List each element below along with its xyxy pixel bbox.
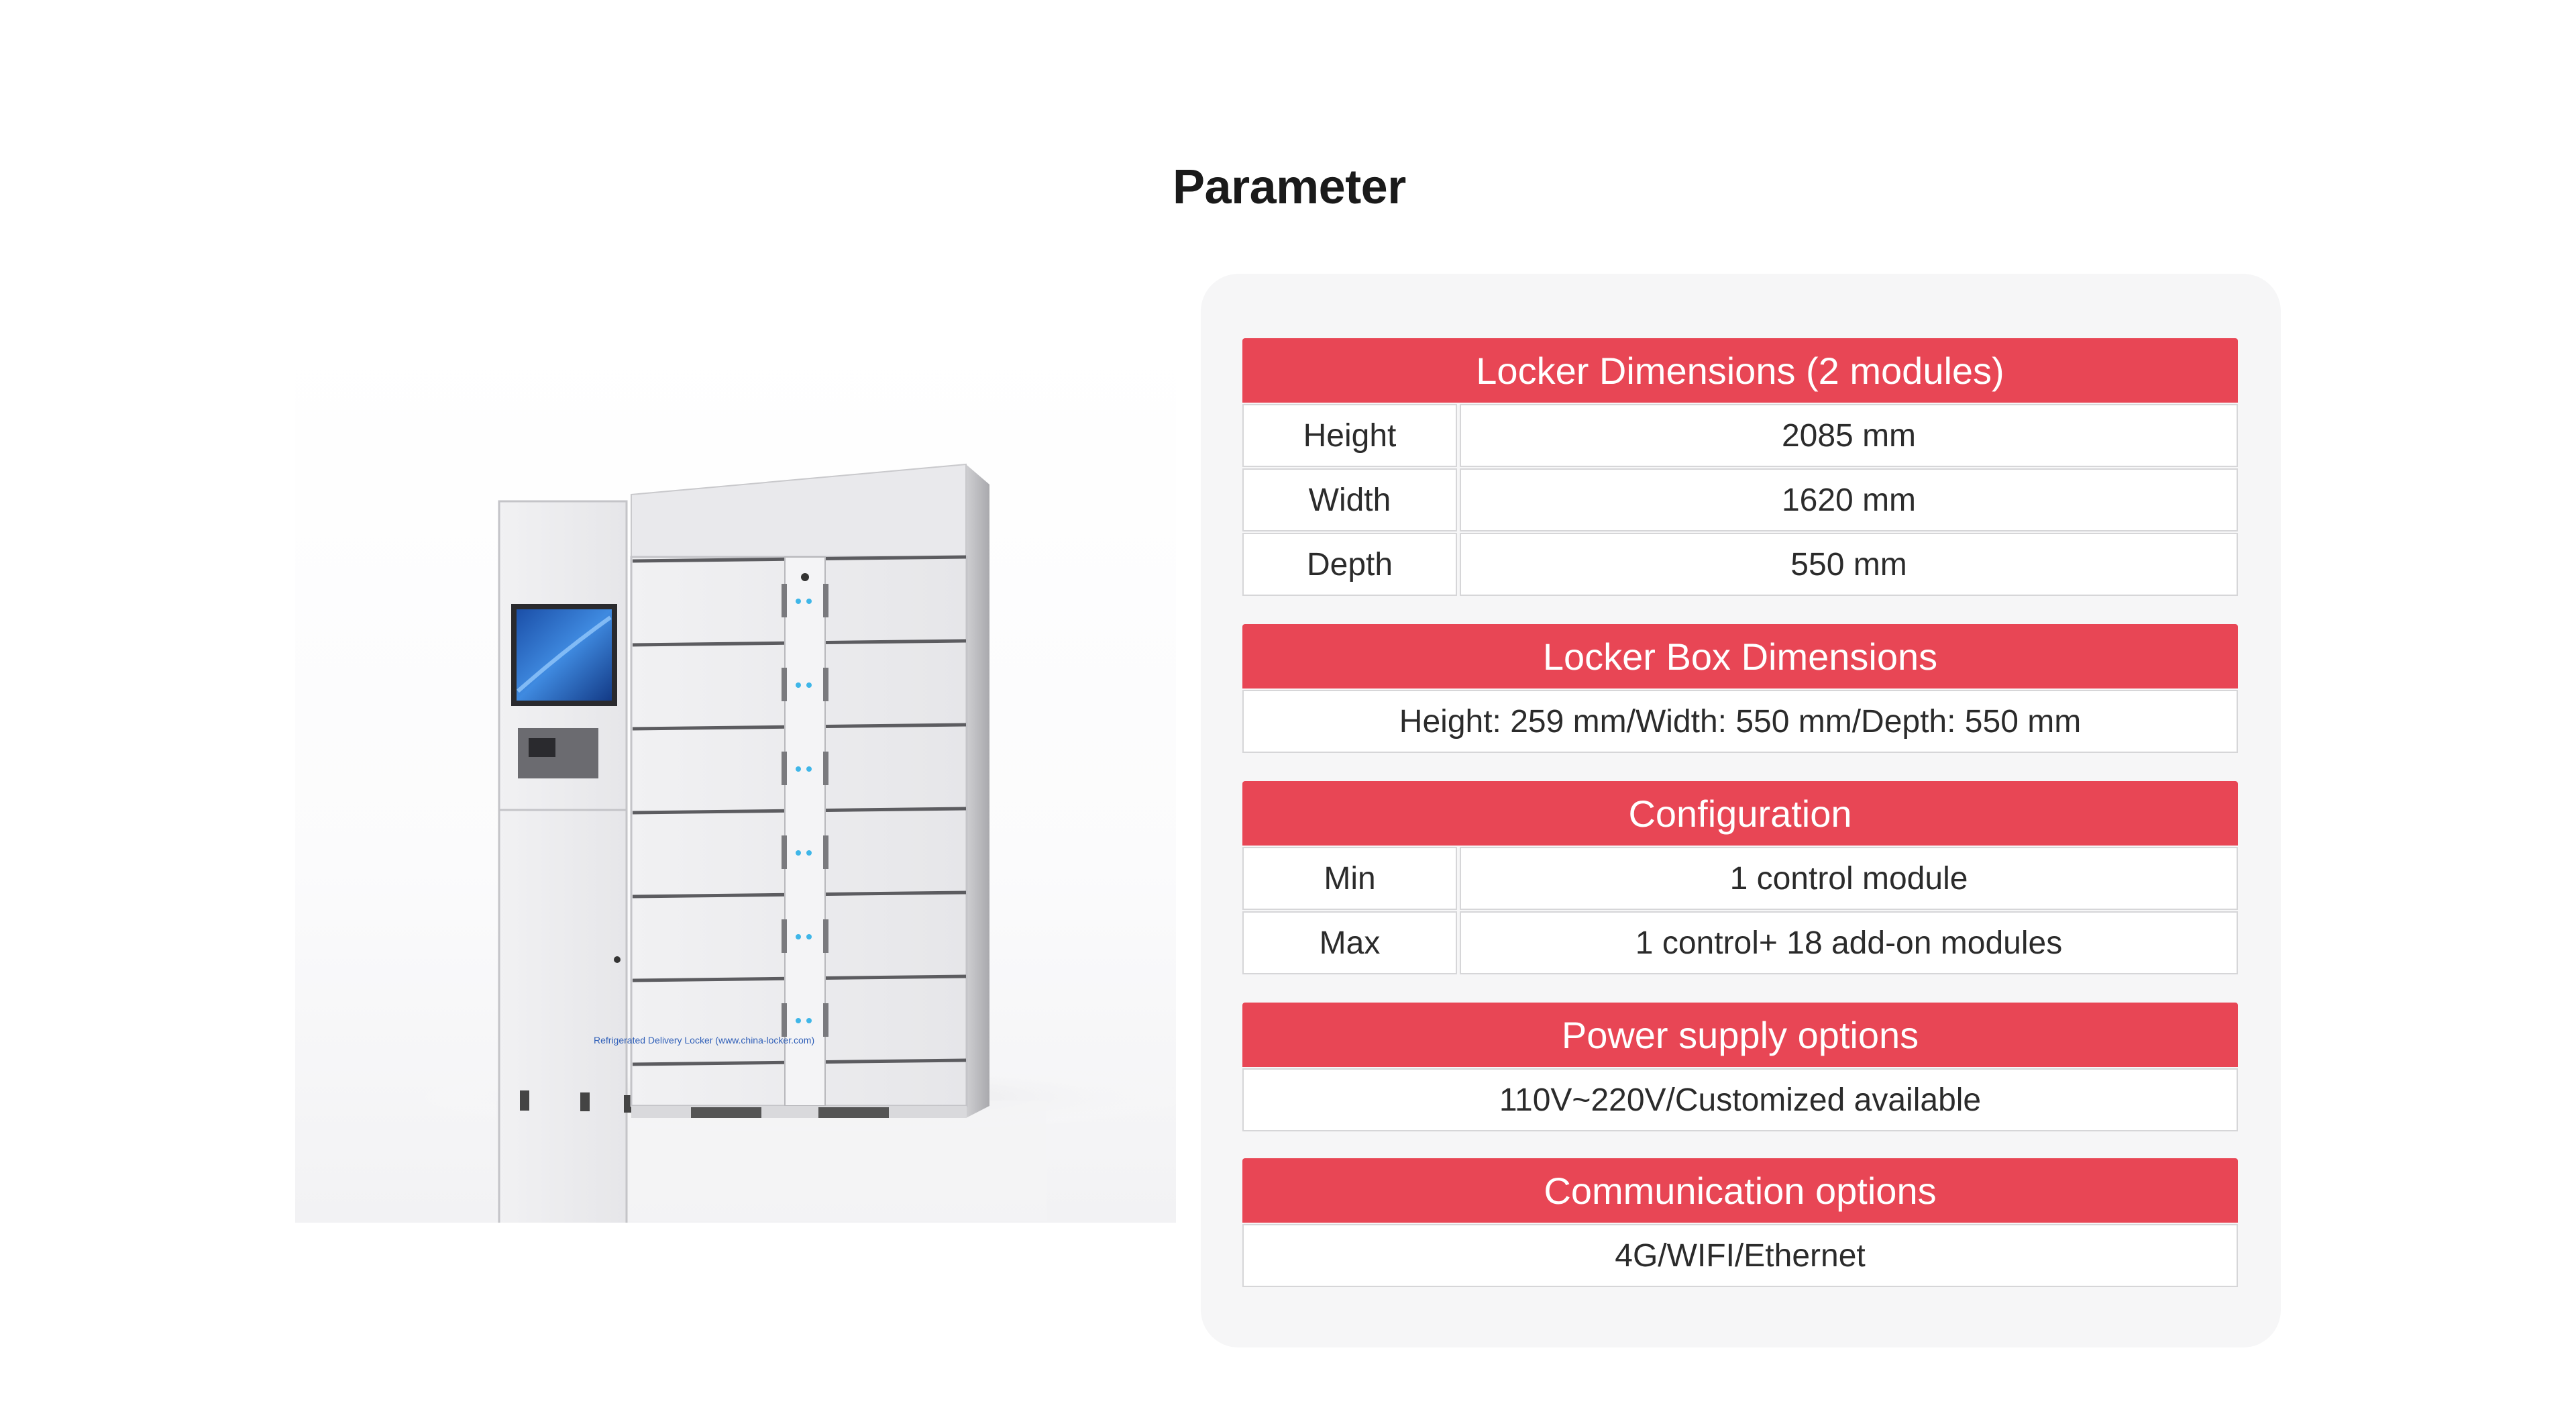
section-configuration: Configuration Min 1 control module Max 1… xyxy=(1242,781,2238,974)
row-value: 4G/WIFI/Ethernet xyxy=(1242,1224,2238,1287)
touch-screen xyxy=(517,609,612,701)
table-row: Depth 550 mm xyxy=(1242,533,2238,596)
section-locker-dimensions: Locker Dimensions (2 modules) Height 208… xyxy=(1242,338,2238,596)
table-row: Height: 259 mm/Width: 550 mm/Depth: 550 … xyxy=(1242,690,2238,753)
row-key: Depth xyxy=(1242,533,1457,596)
row-value: 1 control module xyxy=(1460,847,2238,910)
cabinet-label: Refrigerated Delivery Locker (www.china-… xyxy=(594,1035,814,1046)
page-title: Parameter xyxy=(1173,160,1406,214)
row-value: 1 control+ 18 add-on modules xyxy=(1460,911,2238,974)
locker-illustration: Refrigerated Delivery Locker (www.china-… xyxy=(402,463,1208,1239)
section-header: Communication options xyxy=(1242,1158,2238,1223)
section-communication: Communication options 4G/WIFI/Ethernet xyxy=(1242,1158,2238,1287)
table-row: 110V~220V/Customized available xyxy=(1242,1068,2238,1131)
row-value: 1620 mm xyxy=(1460,468,2238,531)
table-row: Height 2085 mm xyxy=(1242,404,2238,467)
section-header: Locker Box Dimensions xyxy=(1242,624,2238,688)
row-value: Height: 259 mm/Width: 550 mm/Depth: 550 … xyxy=(1242,690,2238,753)
table-row: 4G/WIFI/Ethernet xyxy=(1242,1224,2238,1287)
section-header: Locker Dimensions (2 modules) xyxy=(1242,338,2238,403)
section-locker-box-dimensions: Locker Box Dimensions Height: 259 mm/Wid… xyxy=(1242,624,2238,753)
row-value: 110V~220V/Customized available xyxy=(1242,1068,2238,1131)
parameter-panel: Locker Dimensions (2 modules) Height 208… xyxy=(1201,274,2281,1347)
row-key: Max xyxy=(1242,911,1457,974)
row-value: 2085 mm xyxy=(1460,404,2238,467)
table-row: Min 1 control module xyxy=(1242,847,2238,910)
section-header: Power supply options xyxy=(1242,1003,2238,1067)
row-value: 550 mm xyxy=(1460,533,2238,596)
table-row: Width 1620 mm xyxy=(1242,468,2238,531)
row-key: Height xyxy=(1242,404,1457,467)
row-key: Width xyxy=(1242,468,1457,531)
product-image: Refrigerated Delivery Locker (www.china-… xyxy=(295,336,1208,1239)
section-header: Configuration xyxy=(1242,781,2238,846)
table-row: Max 1 control+ 18 add-on modules xyxy=(1242,911,2238,974)
row-key: Min xyxy=(1242,847,1457,910)
section-power-supply: Power supply options 110V~220V/Customize… xyxy=(1242,1003,2238,1131)
